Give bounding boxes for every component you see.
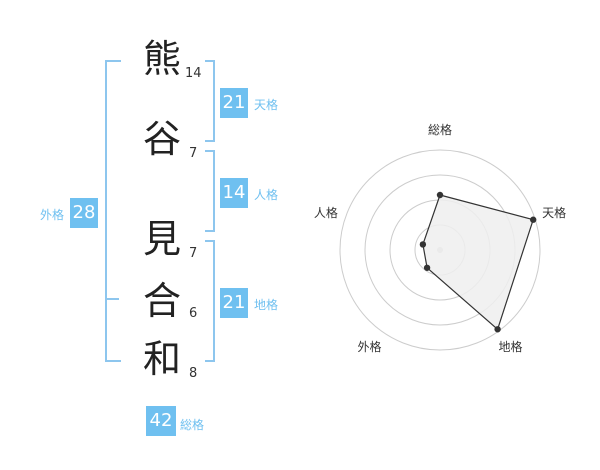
- chikaku-bracket: [205, 240, 215, 362]
- radar-area: [422, 194, 534, 331]
- jinkaku-value: 14: [220, 178, 248, 208]
- radar-point-1: [436, 191, 444, 199]
- gaikaku-bracket-tick: [107, 298, 119, 300]
- radar-point-4: [423, 264, 431, 271]
- name-char-2: 谷: [142, 117, 181, 161]
- radar-axis-label-1: 総格: [428, 122, 452, 137]
- radar-point-5: [419, 241, 427, 248]
- chikaku-label: 地格: [254, 298, 279, 312]
- radar-axis-label-3: 地格: [499, 339, 523, 354]
- tenkaku-label: 天格: [254, 98, 279, 112]
- name-char-3: 見: [142, 217, 181, 261]
- stroke-count-2: 7: [189, 146, 198, 161]
- radar-axis-label-2: 天格: [542, 205, 566, 220]
- name-char-4: 合: [142, 279, 181, 323]
- radar-grid-ring: [339, 149, 541, 351]
- soukaku-value: 42: [146, 406, 176, 436]
- gaikaku-bracket: [105, 60, 121, 362]
- stroke-count-3: 7: [189, 246, 198, 261]
- jinkaku-bracket: [205, 150, 215, 232]
- gaikaku-label: 外格: [40, 208, 65, 222]
- stroke-count-1: 14: [185, 66, 202, 81]
- soukaku-label: 総格: [180, 418, 205, 432]
- tenkaku-value: 21: [220, 88, 248, 118]
- gaikaku-value: 28: [70, 198, 98, 228]
- name-char-5: 和: [142, 337, 181, 381]
- stroke-count-4: 6: [189, 306, 198, 321]
- name-char-1: 熊: [142, 37, 181, 81]
- radar-axis-label-5: 人格: [314, 205, 338, 220]
- radar-point-3: [494, 326, 501, 333]
- tenkaku-bracket: [205, 60, 215, 142]
- chikaku-value: 21: [220, 288, 248, 318]
- radar-axis-label-4: 外格: [357, 339, 381, 354]
- jinkaku-label: 人格: [254, 188, 279, 202]
- stroke-count-5: 8: [189, 366, 198, 381]
- radar-point-2: [530, 216, 537, 223]
